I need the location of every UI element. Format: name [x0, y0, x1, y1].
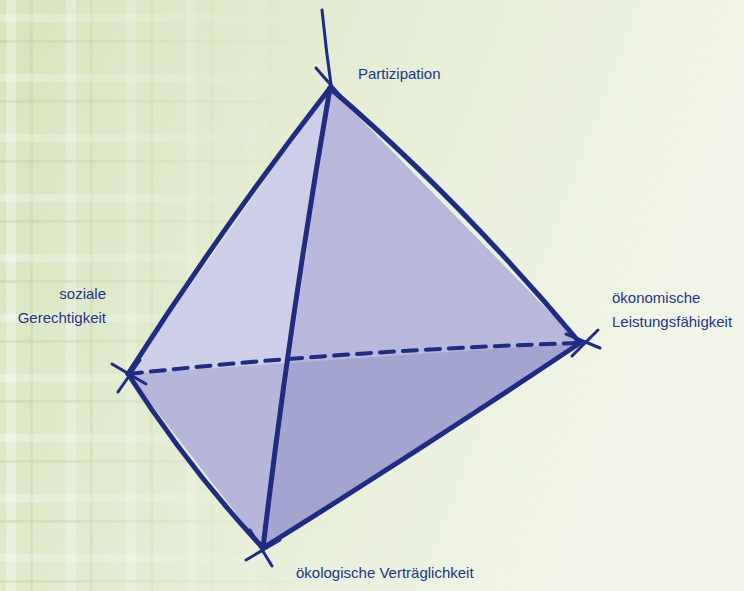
face-bottom — [128, 343, 580, 548]
vertex-label: ökonomische Leistungsfähigkeit — [612, 286, 738, 334]
tetrahedron-edges — [112, 10, 600, 566]
vertex-label: Partizipation — [358, 62, 498, 86]
vertex-label: ökologische Verträglichkeit — [296, 561, 536, 585]
vertex-label: soziale Gerechtigkeit — [6, 282, 106, 330]
